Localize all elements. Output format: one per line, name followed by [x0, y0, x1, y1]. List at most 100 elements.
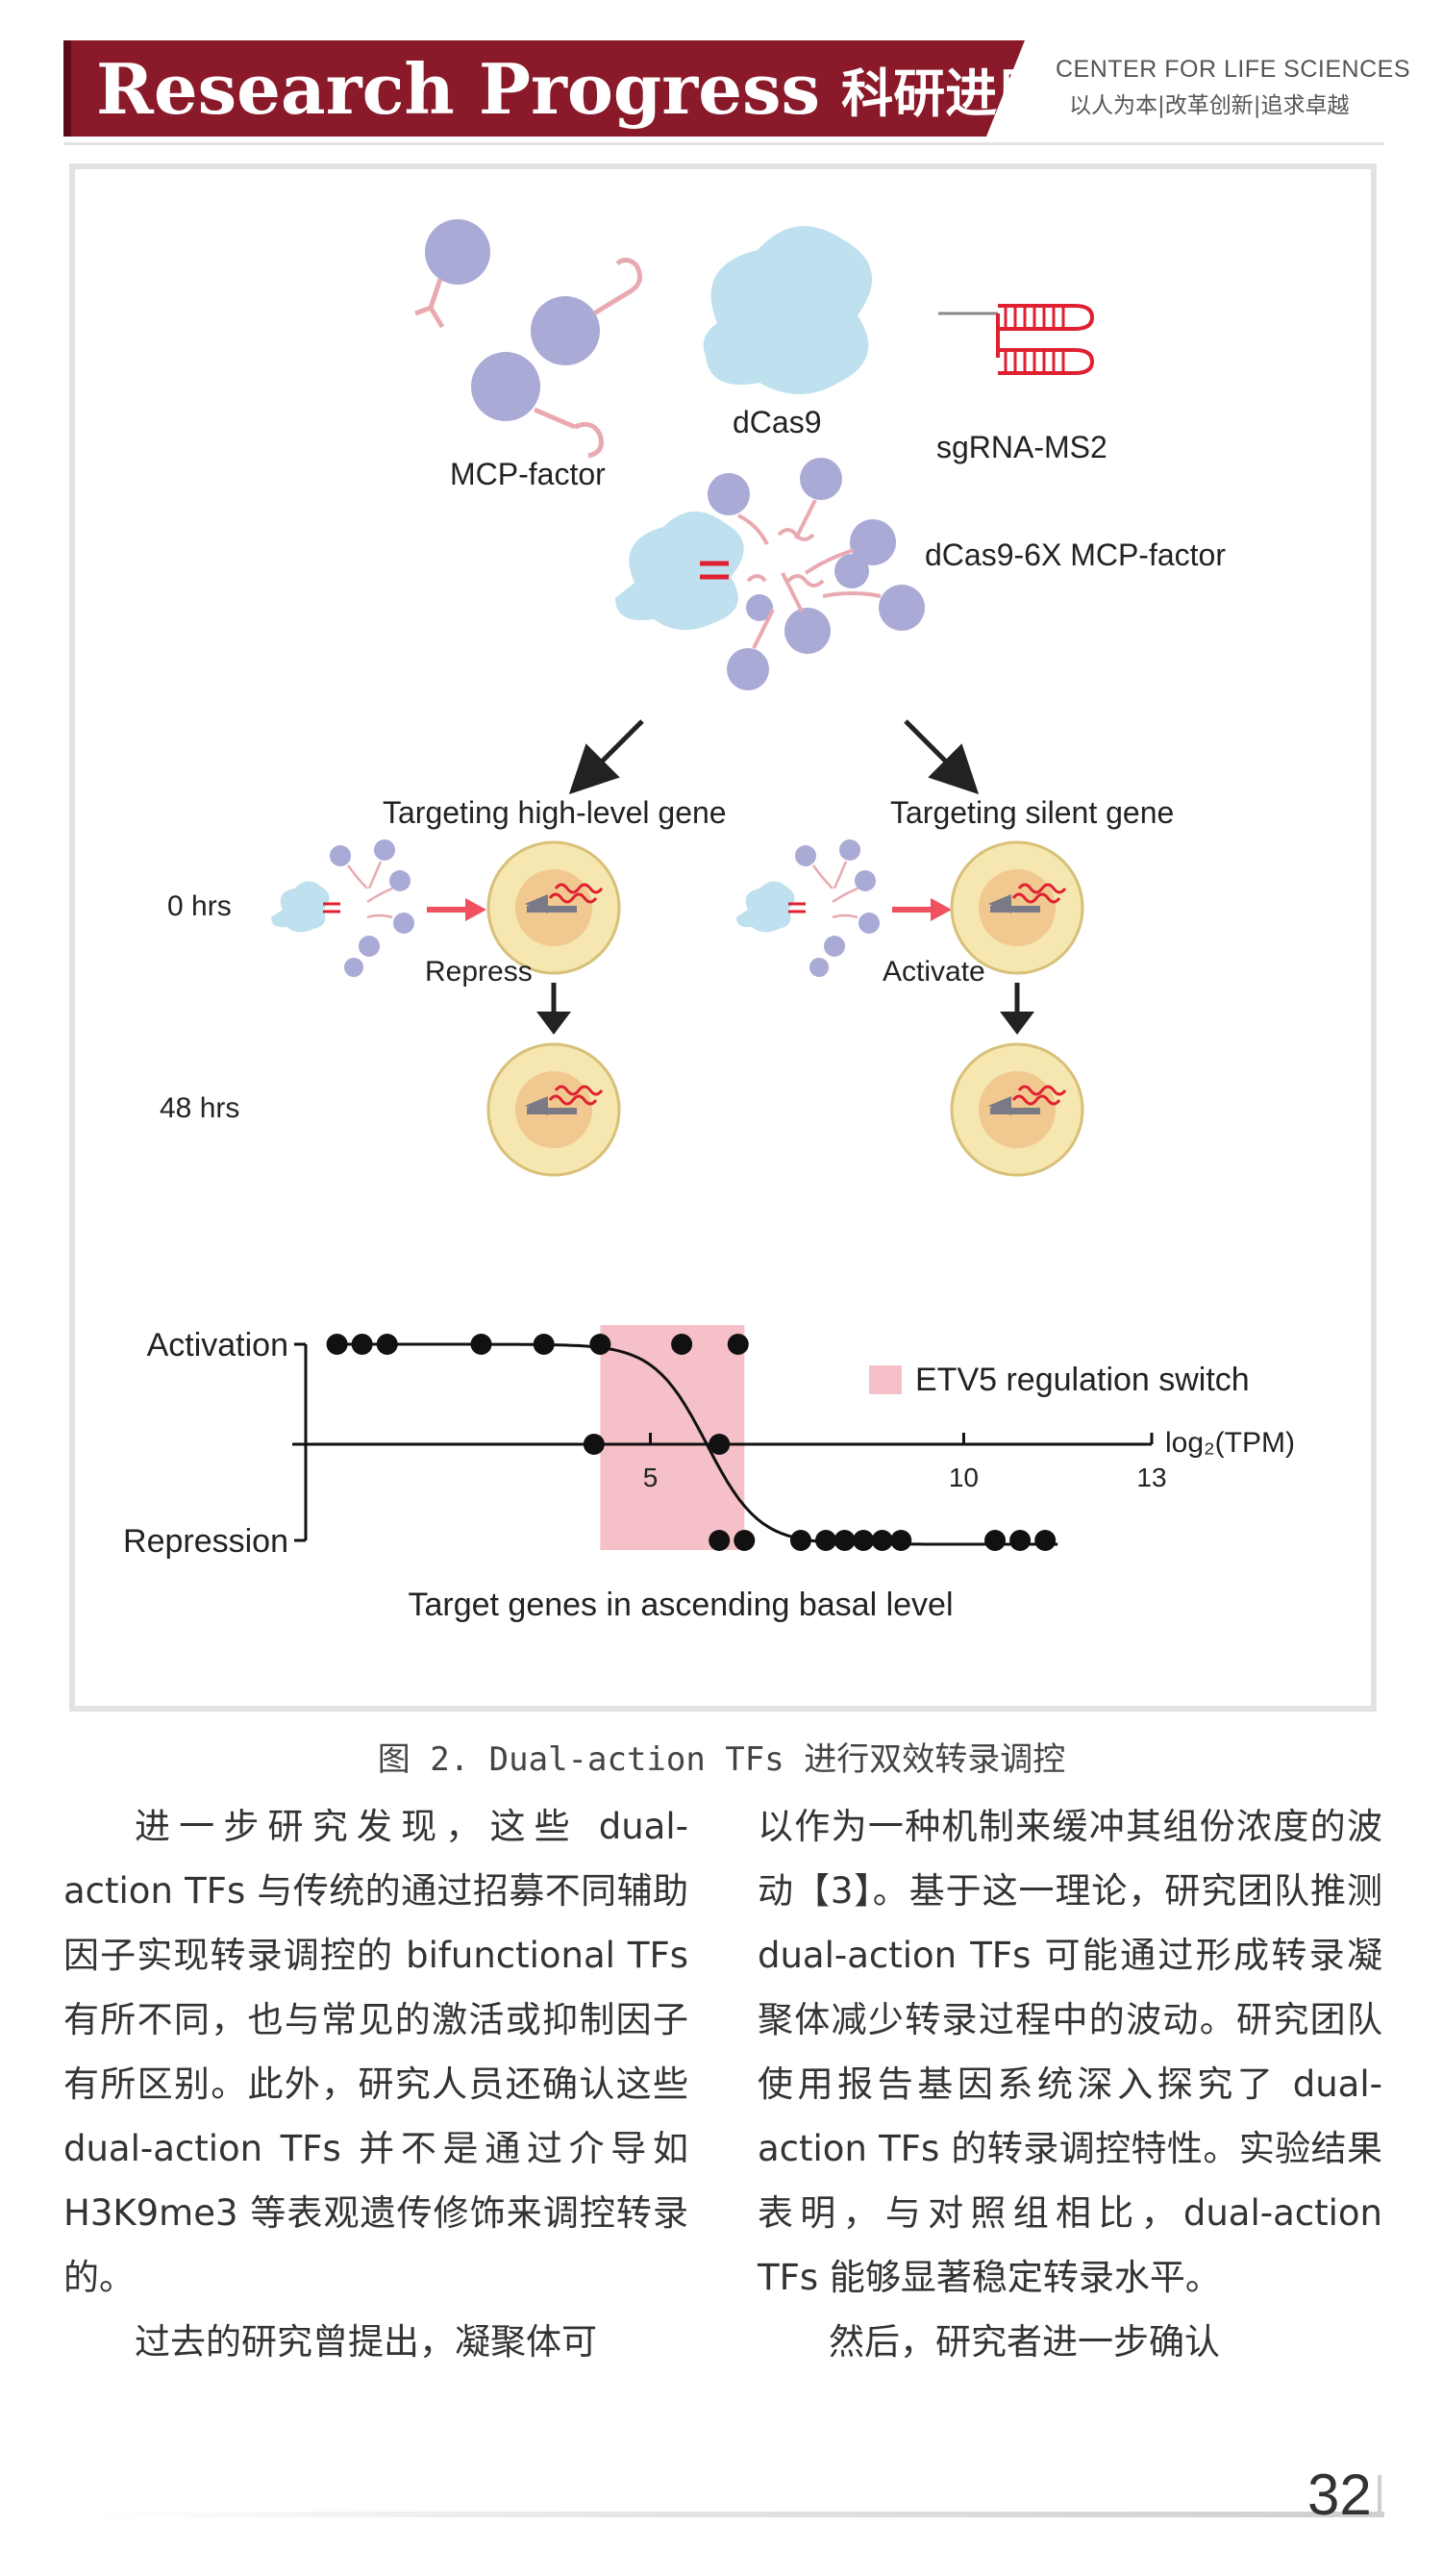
y-label-repression: Repression	[123, 1523, 288, 1560]
y-label-activation: Activation	[147, 1327, 288, 1363]
factor-circle	[425, 219, 490, 285]
complex-factor	[879, 585, 925, 631]
page-number: 32	[1307, 2463, 1372, 2527]
mcp-linker	[592, 258, 643, 316]
label-dcas9: dCas9	[733, 405, 822, 439]
legend-label: ETV5 regulation switch	[915, 1362, 1250, 1398]
data-point	[589, 1334, 611, 1355]
footer-line	[96, 2512, 1384, 2517]
delivery-arrowhead-right	[931, 898, 952, 921]
branch-arrow-right	[904, 719, 980, 795]
x-tick-label: 10	[949, 1463, 979, 1492]
mcp-factor-group: MCP-factor	[414, 219, 643, 491]
complex-ms2	[746, 528, 825, 588]
label-activate: Activate	[883, 956, 985, 988]
data-point	[376, 1334, 398, 1355]
mini-factor	[330, 845, 351, 866]
complex-group: dCas9-6X MCP-factor	[615, 458, 1226, 690]
header-title-en: Research Progress	[96, 47, 821, 130]
mini-complex-dcas9	[271, 881, 330, 933]
label-0-hrs: 0 hrs	[167, 890, 232, 922]
mini-complex-dcas9	[736, 881, 795, 933]
mini-factor	[855, 870, 876, 891]
data-point	[853, 1530, 875, 1551]
sgrna-group: sgRNA-MS2	[936, 304, 1107, 464]
factor-circle	[531, 296, 600, 365]
data-point	[671, 1334, 693, 1355]
figure-caption: 图 2. Dual-action TFs 进行双效转录调控	[377, 1740, 1066, 1779]
complex-factor	[727, 648, 769, 690]
mini-factor	[374, 839, 395, 861]
data-point	[789, 1530, 811, 1551]
dcas9-group: dCas9	[703, 226, 873, 439]
chart-x-title: Target genes in ascending basal level	[408, 1587, 953, 1623]
right-pathway: Activate	[736, 839, 1084, 1177]
paragraph: 以作为一种机制来缓冲其组份浓度的波动【3】。基于这一理论，研究团队推测 dual…	[758, 1806, 1382, 2298]
cell-high-48h	[486, 1042, 621, 1177]
mini-factor	[858, 913, 880, 934]
label-48-hrs: 48 hrs	[160, 1092, 239, 1124]
center-name: CENTER FOR LIFE SCIENCES	[1056, 56, 1410, 83]
mini-factor	[809, 958, 829, 977]
paragraph: 然后，研究者进一步确认	[829, 2321, 1220, 2363]
data-point	[709, 1530, 731, 1551]
cell-silent-0h	[950, 840, 1084, 975]
cell-high-0h	[486, 840, 621, 975]
header-title: Research Progress 科研进展	[96, 42, 1049, 135]
data-point	[727, 1334, 749, 1355]
data-point	[709, 1434, 731, 1455]
complex-factor	[746, 594, 773, 621]
x-tick-label: 13	[1136, 1463, 1166, 1492]
paragraph: 过去的研究曾提出，凝聚体可	[135, 2321, 597, 2363]
label-repress: Repress	[425, 956, 533, 988]
mcp-linker	[414, 278, 445, 329]
mini-factor	[359, 936, 380, 957]
factor-circle	[471, 352, 540, 421]
dcas9-shape	[703, 226, 873, 394]
data-point	[815, 1530, 837, 1551]
complex-factor	[784, 608, 831, 654]
delivery-arrowhead-left	[465, 898, 486, 921]
paragraph: 进一步研究发现，这些 dual-action TFs 与传统的通过招募不同辅助因…	[63, 1806, 688, 2298]
mini-complex-sgrna	[323, 902, 340, 913]
label-complex: dCas9-6X MCP-factor	[925, 538, 1226, 572]
header-banner	[63, 40, 1025, 137]
fit-curve	[336, 1342, 1058, 1546]
branch-arrow-left	[568, 719, 644, 795]
mini-factor	[344, 958, 363, 977]
figure-graphic: MCP-factor dCas9 sgRNA-MS2 dCas9-6X MCP-…	[123, 219, 1295, 1623]
mini-factor	[795, 845, 816, 866]
mini-linkers	[346, 861, 393, 919]
body-column-right: 以作为一种机制来缓冲其组份浓度的波动【3】。基于这一理论，研究团队推测 dual…	[758, 1794, 1382, 2374]
x-axis-label: log₂(TPM)	[1165, 1427, 1295, 1459]
mini-factor	[824, 936, 845, 957]
mini-factor	[839, 839, 860, 861]
data-points	[326, 1334, 1057, 1551]
complex-factor	[800, 458, 842, 500]
data-point	[470, 1334, 492, 1355]
label-mcp-factor: MCP-factor	[450, 457, 606, 491]
data-point	[533, 1334, 555, 1355]
complex-sgrna	[700, 561, 729, 580]
data-point	[1034, 1530, 1057, 1551]
mcp-linker	[534, 407, 604, 459]
data-point	[833, 1530, 856, 1551]
data-point	[984, 1530, 1007, 1551]
left-pathway: Repress	[271, 839, 621, 1177]
data-point	[351, 1334, 373, 1355]
complex-linkers	[737, 499, 882, 649]
label-targeting-high: Targeting high-level gene	[383, 795, 727, 830]
label-sgrna: sgRNA-MS2	[936, 430, 1107, 464]
data-point	[583, 1434, 605, 1455]
figure-panel: MCP-factor dCas9 sgRNA-MS2 dCas9-6X MCP-…	[69, 163, 1377, 1712]
complex-factor	[834, 554, 869, 588]
sgrna-hairpin	[998, 304, 1095, 375]
data-point	[1009, 1530, 1032, 1551]
mini-factor	[393, 913, 414, 934]
mini-factor	[389, 870, 411, 891]
mini-complex-sgrna	[788, 902, 806, 913]
label-targeting-silent: Targeting silent gene	[890, 795, 1174, 830]
body-column-left: 进一步研究发现，这些 dual-action TFs 与传统的通过招募不同辅助因…	[63, 1794, 688, 2374]
footer-tick	[1378, 2475, 1381, 2517]
header-title-cn: 科研进展	[841, 63, 1050, 124]
